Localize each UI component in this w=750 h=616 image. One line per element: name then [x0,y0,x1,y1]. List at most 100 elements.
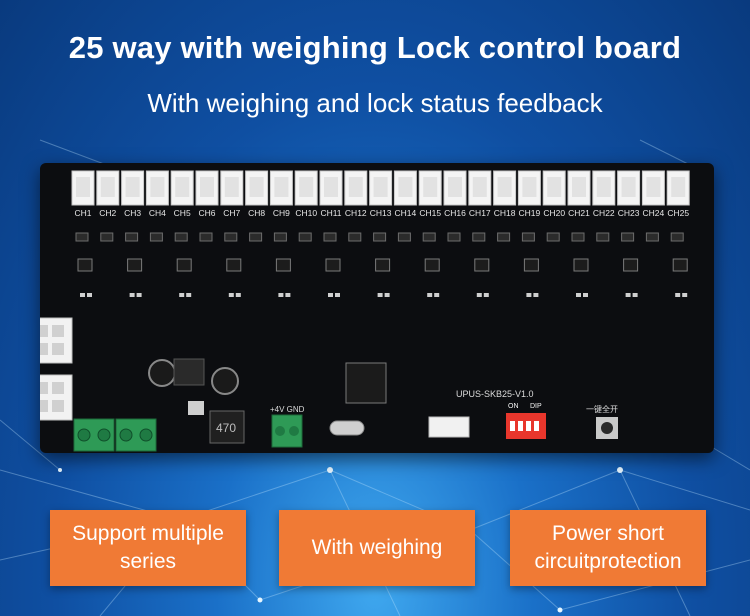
channel-ic [623,258,639,272]
channel-ic [375,258,391,272]
smd-component [136,293,142,297]
channel-transistor [199,232,213,242]
smd-component [476,293,482,297]
channel-label: CH9 [272,208,290,218]
channel-label: CH20 [543,208,566,218]
feature-short-circuit-text: Power short circuitprotection [534,522,682,573]
terminal-blocks [73,414,303,452]
connector-pins [150,177,165,197]
smd-component [80,293,85,297]
page-title: 25 way with weighing Lock control board [68,30,682,65]
channel-transistor [273,232,287,242]
connector-pins [249,177,264,197]
smd-component [285,293,291,297]
channel-ic [325,258,341,272]
channel-transistor [373,232,387,242]
channel-transistor [571,232,585,242]
channel-transistor [125,232,139,242]
connector-pins [175,177,190,197]
connector-pins [596,177,611,197]
channel-transistor [174,232,188,242]
board-graphic [40,170,690,452]
channel-transistor [621,232,635,242]
smd-component [576,293,581,297]
channel-ic [474,258,490,272]
smd-component [583,293,588,297]
channel-transistor [447,232,461,242]
smd-component [427,293,433,297]
connector-pins [497,177,512,197]
channel-label: CH15 [419,208,442,218]
board-model-label: UPUS-SKB25-V1.0 [456,389,534,399]
channel-transistor [149,232,163,242]
channel-transistor [397,232,411,242]
channel-ic [77,258,93,272]
channel-ic [275,258,291,272]
channel-label: CH24 [642,208,665,218]
connector-pins [547,177,562,197]
smd-component [129,293,135,297]
connector-pins [100,177,115,197]
channel-label: CH4 [148,208,166,218]
channel-components [75,232,688,297]
smd-component [675,293,681,297]
smd-component [632,293,638,297]
channel-ic [523,258,539,272]
inductor-label: 470 [216,421,237,435]
connector-pins [448,177,462,197]
channel-label: CH16 [444,208,466,218]
channel-label: CH6 [198,208,216,218]
connector-pins [646,177,661,197]
connector-pins [671,177,686,197]
smd-component [235,293,241,297]
smd-component [434,293,440,297]
channel-label: CH14 [394,208,417,218]
channel-label: CH13 [369,208,392,218]
smd-component [625,293,631,297]
channel-label: CH19 [518,208,541,218]
connector-pins [76,177,90,197]
feature-short-circuit: Power short circuitprotection [510,510,706,586]
connector-pins [224,177,239,197]
connector-pins [621,177,636,197]
connector-pins [572,177,586,197]
smd-component [682,293,688,297]
channel-label: CH22 [592,208,615,218]
smd-component [483,293,489,297]
channel-transistor [497,232,511,242]
feature-multiple-series-text: Support multiple series [72,522,224,573]
open-all-button-label: 一键全开 [586,405,618,414]
channel-label: CH25 [667,208,690,218]
channel-connectors [71,170,690,206]
dip-on-label: ON [508,403,519,410]
channel-transistor [348,232,362,242]
smd-component [186,293,192,297]
connector-pins [398,177,413,197]
feature-weighing: With weighing [279,510,475,586]
channel-transistor [472,232,486,242]
channel-label: CH10 [295,208,318,218]
connector-pins [200,177,214,197]
smd-component [228,293,234,297]
channel-ic [424,258,440,272]
smd-component [335,293,340,297]
channel-transistor [596,232,610,242]
dip-word-label: DIP [530,403,542,410]
channel-transistor [75,232,89,242]
smd-component [526,293,532,297]
channel-transistor [645,232,659,242]
channel-label: CH1 [74,208,92,218]
channel-ic [127,258,143,272]
connector-pins [125,177,140,197]
channel-label: CH7 [223,208,241,218]
channel-label: CH8 [248,208,266,218]
channel-label: CH18 [493,208,516,218]
channel-label: CH21 [568,208,590,218]
smd-component [179,293,185,297]
channel-transistor [546,232,560,242]
channel-label: CH23 [617,208,640,218]
power-terminal-label: +4V GND [270,405,305,414]
channel-transistor [100,232,114,242]
